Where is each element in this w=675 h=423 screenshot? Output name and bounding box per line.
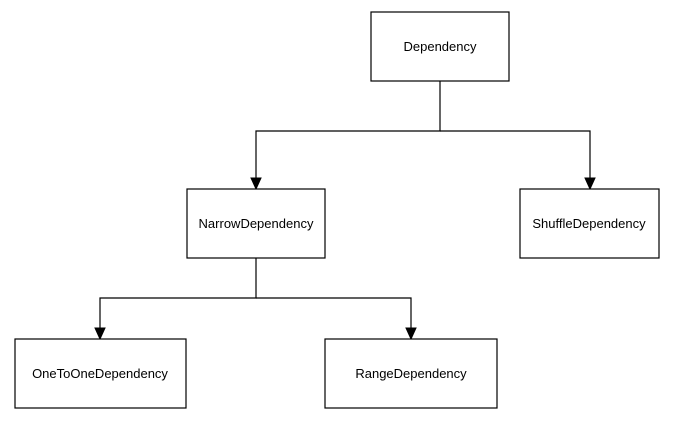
node-box <box>14 338 187 409</box>
node-box <box>519 188 660 259</box>
node-shuffle-dependency[interactable]: ShuffleDependency <box>519 188 660 259</box>
node-range-dependency[interactable]: RangeDependency <box>324 338 498 409</box>
edge-narrow-to-range <box>256 297 417 341</box>
arrowhead <box>250 177 262 191</box>
node-box <box>370 11 510 82</box>
node-label: Dependency <box>404 39 477 54</box>
node-box <box>324 338 498 409</box>
edge-narrow-to-onetoone <box>94 258 257 341</box>
node-one-to-one-dependency[interactable]: OneToOneDependency <box>14 338 187 409</box>
arrowhead <box>405 327 417 341</box>
node-label: ShuffleDependency <box>532 216 646 231</box>
node-dependency[interactable]: Dependency <box>370 11 510 82</box>
arrowhead <box>94 327 106 341</box>
node-label: OneToOneDependency <box>32 366 168 381</box>
node-label: NarrowDependency <box>199 216 314 231</box>
arrowhead <box>584 177 596 191</box>
node-narrow-dependency[interactable]: NarrowDependency <box>186 188 326 259</box>
node-box <box>186 188 326 259</box>
edge-dependency-to-narrow <box>250 81 441 191</box>
node-label: RangeDependency <box>355 366 467 381</box>
edge-dependency-to-shuffle <box>440 130 596 191</box>
